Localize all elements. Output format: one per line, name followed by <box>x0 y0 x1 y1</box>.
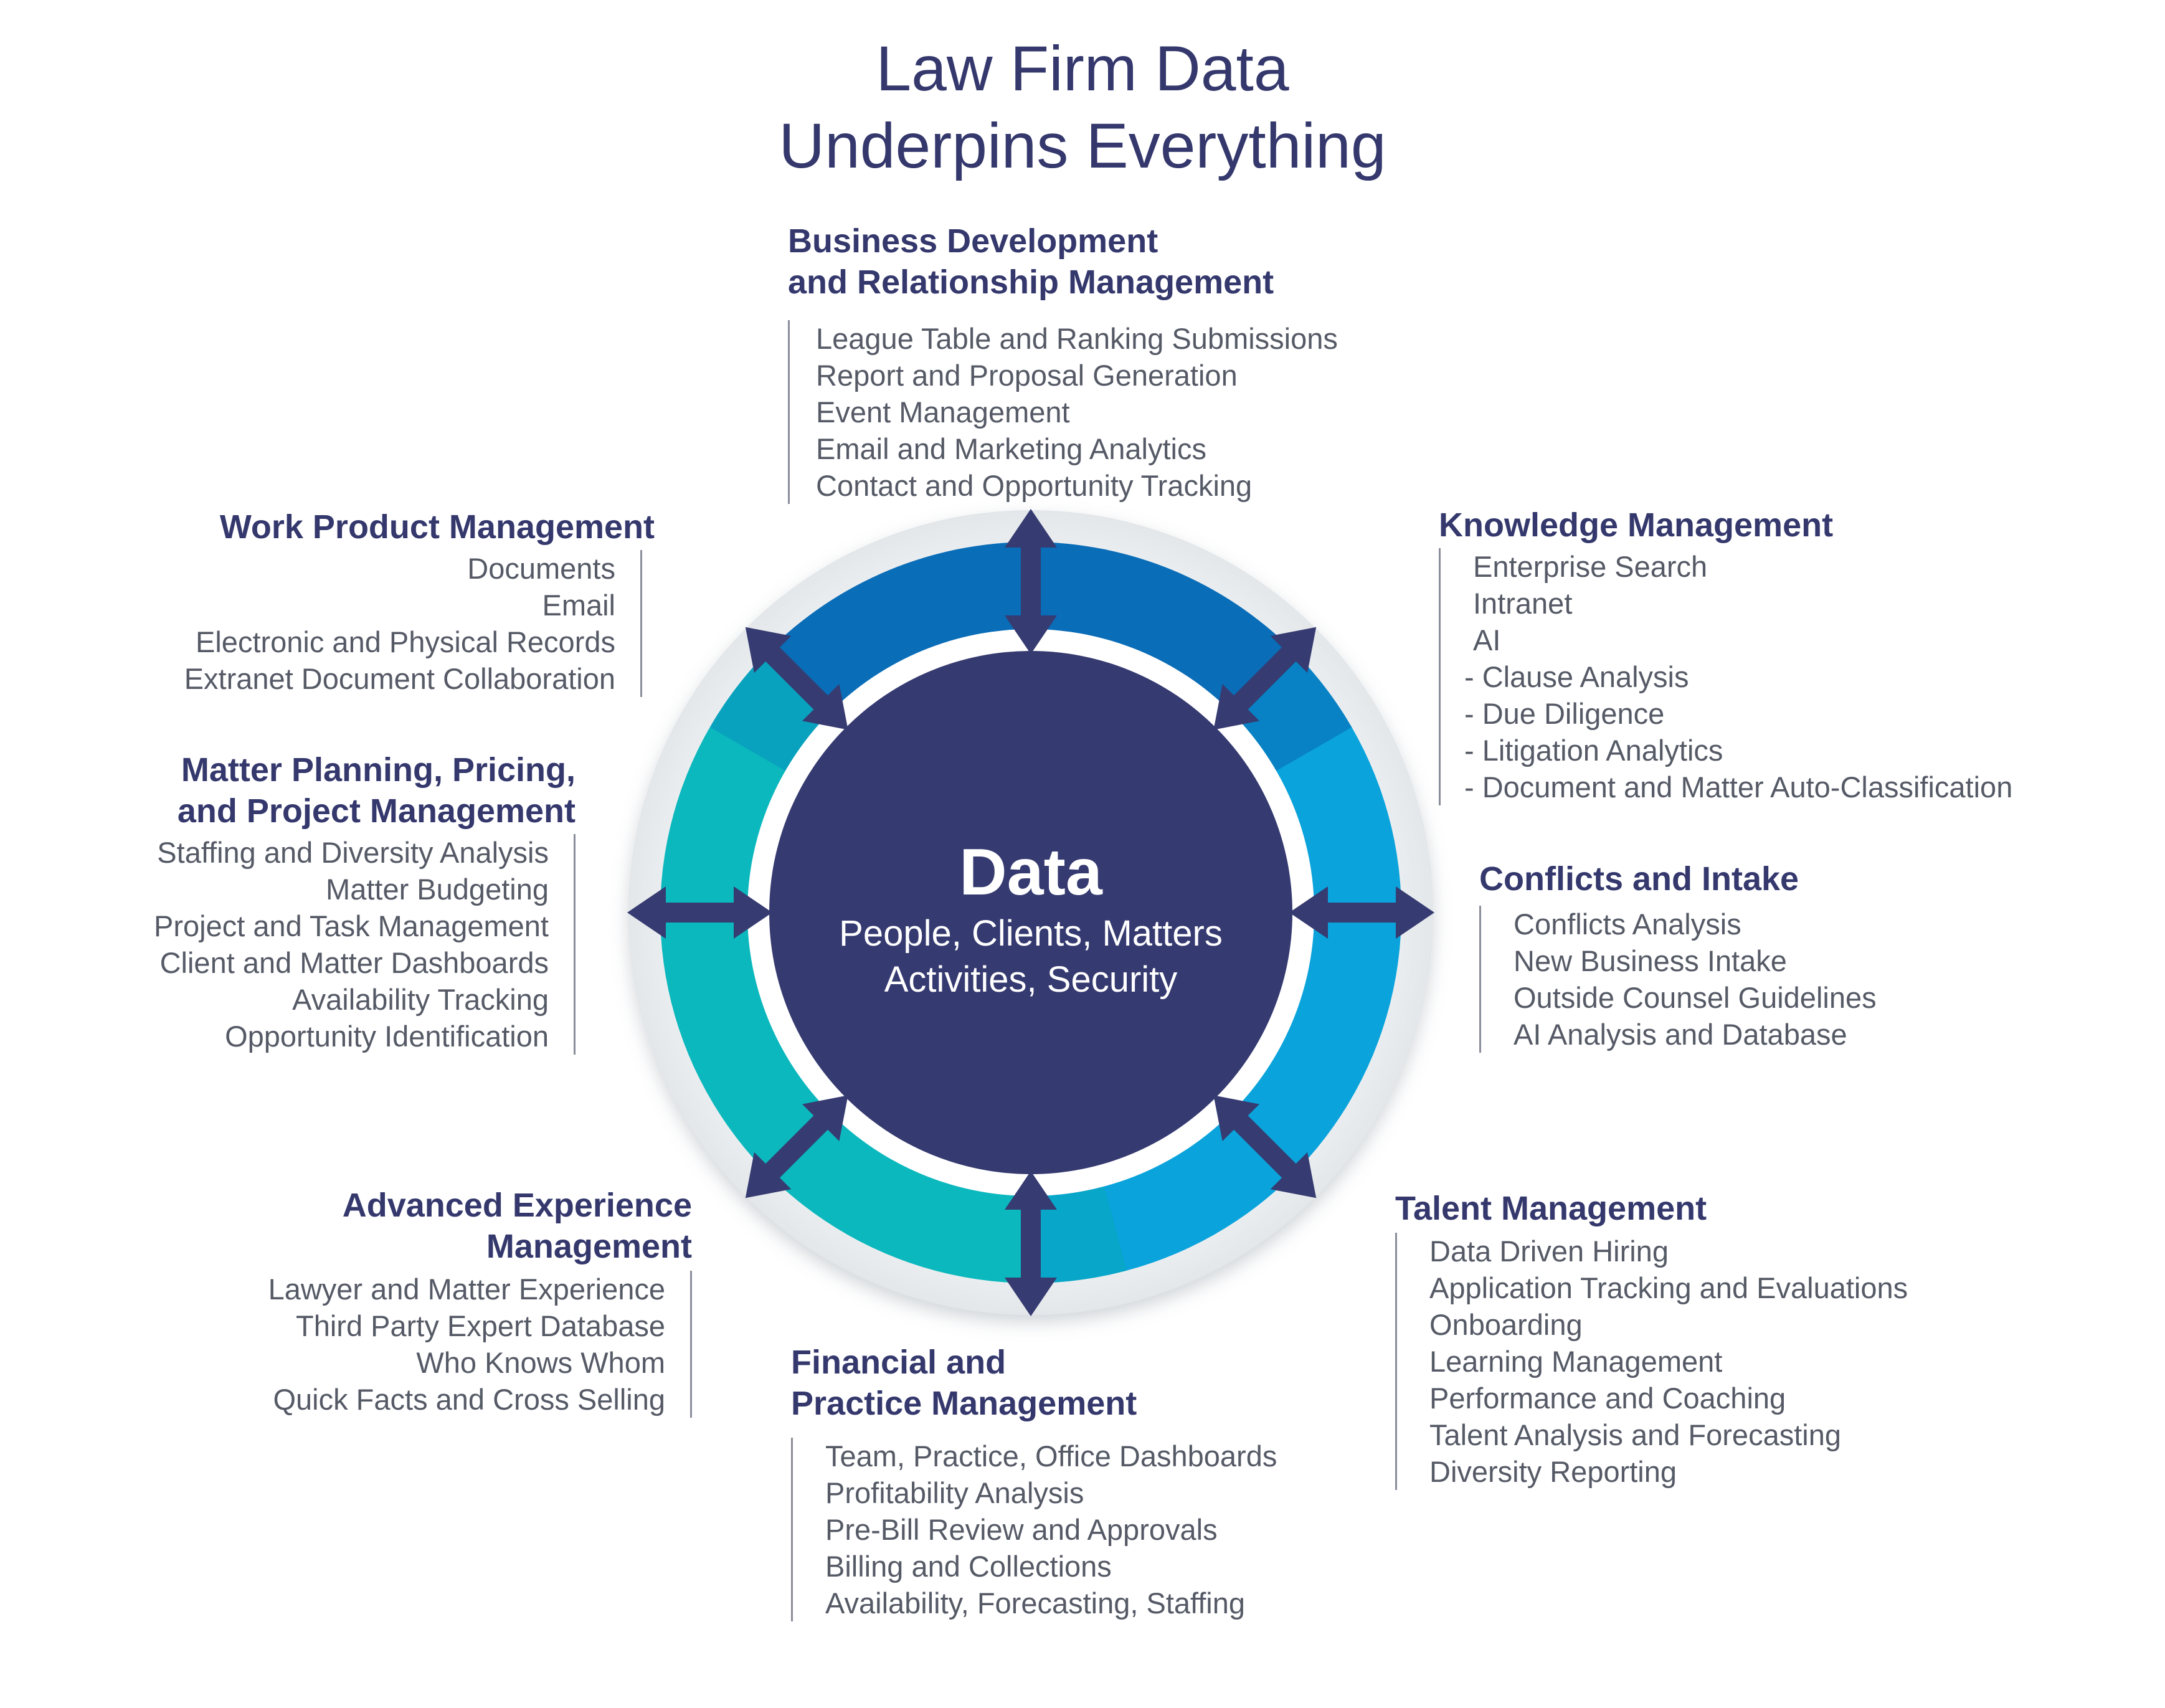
list-item: Report and Proposal Generation <box>816 359 1238 392</box>
list-item: Electronic and Physical Records <box>196 625 615 658</box>
double-arrow-icon-bottom-left <box>745 1095 848 1198</box>
list-item: Application Tracking and Evaluations <box>1429 1271 1908 1304</box>
list-item: Availability, Forecasting, Staffing <box>825 1587 1246 1620</box>
section-title: Financial and <box>791 1344 1007 1381</box>
list-item: Extranet Document Collaboration <box>184 662 615 695</box>
section-knowledge-management: Knowledge Management Enterprise Search I… <box>1439 505 2012 805</box>
list-item: Contact and Opportunity Tracking <box>816 469 1253 502</box>
double-arrow-icon-top <box>1005 509 1057 654</box>
section-matter-planning: Matter Planning, Pricing, and Project Ma… <box>154 749 576 1055</box>
section-title: Conflicts and Intake <box>1479 860 1799 898</box>
item-list: Staffing and Diversity Analysis Matter B… <box>154 834 576 1055</box>
ring-overlap-bottom <box>1031 1186 1127 1283</box>
section-talent-management: Talent Management Data Driven Hiring App… <box>1395 1188 1908 1490</box>
page-title: Law Firm Data Underpins Everything <box>0 30 2165 184</box>
section-title: Talent Management <box>1395 1190 1707 1227</box>
list-item: Outside Counsel Guidelines <box>1514 981 1877 1014</box>
list-item: AI Analysis and Database <box>1514 1018 1847 1051</box>
section-title-line-2: Management <box>486 1228 692 1265</box>
list-item: Availability Tracking <box>292 983 549 1016</box>
list-item: Intranet <box>1473 587 1573 620</box>
list-item: Client and Matter Dashboards <box>159 946 549 979</box>
list-item: Who Knows Whom <box>416 1346 665 1379</box>
list-item: Conflicts Analysis <box>1514 908 1741 941</box>
list-item: AI <box>1473 624 1501 657</box>
list-item: - Document and Matter Auto-Classificatio… <box>1464 771 2013 804</box>
center-line-2: Activities, Security <box>884 959 1178 1000</box>
item-list: Team, Practice, Office Dashboards Profit… <box>791 1438 1277 1621</box>
section-title: Business Development <box>788 222 1158 260</box>
ring-overlap-top-left <box>709 650 831 771</box>
list-item: Onboarding <box>1429 1308 1583 1341</box>
ring-segment-left <box>660 650 1031 1283</box>
section-financial-practice: Financial and Practice Management Team, … <box>791 1342 1277 1621</box>
double-arrow-icon-left <box>627 886 772 939</box>
section-title: Knowledge Management <box>1439 506 1834 544</box>
list-item: - Due Diligence <box>1464 697 1665 730</box>
item-list: Data Driven Hiring Application Tracking … <box>1395 1233 1908 1490</box>
list-item: Matter Budgeting <box>326 873 549 906</box>
list-item: Quick Facts and Cross Selling <box>273 1383 665 1416</box>
list-item: Email and Marketing Analytics <box>816 432 1206 465</box>
list-item: Pre-Bill Review and Approvals <box>825 1513 1218 1546</box>
data-core-circle <box>769 651 1292 1174</box>
list-item: Lawyer and Matter Experience <box>268 1273 665 1306</box>
double-arrow-icon-bottom-right <box>1213 1095 1317 1198</box>
item-list: Enterprise Search Intranet AI - Clause A… <box>1439 548 2012 805</box>
section-advanced-experience: Advanced Experience Management Lawyer an… <box>268 1185 692 1418</box>
list-item: Staffing and Diversity Analysis <box>157 836 549 869</box>
double-arrow-icon-right <box>1289 886 1434 939</box>
section-business-development: Business Development and Relationship Ma… <box>788 221 1338 504</box>
list-item: Enterprise Search <box>1473 550 1708 583</box>
list-item: Event Management <box>816 396 1070 429</box>
center-line-1: People, Clients, Matters <box>839 913 1223 954</box>
list-item: Project and Task Management <box>154 909 549 942</box>
section-title: Matter Planning, Pricing, <box>181 751 576 789</box>
list-item: Billing and Collections <box>825 1550 1112 1583</box>
section-title: Work Product Management <box>219 508 655 546</box>
list-item: New Business Intake <box>1514 944 1787 977</box>
list-item: Data Driven Hiring <box>1429 1235 1669 1268</box>
list-item: Documents <box>467 552 615 585</box>
section-title-line-2: Practice Management <box>791 1385 1137 1422</box>
cycle-ring <box>660 542 1401 1283</box>
list-item: Email <box>542 589 615 622</box>
section-title-line-2: and Relationship Management <box>788 263 1274 301</box>
item-list: Conflicts Analysis New Business Intake O… <box>1479 906 1877 1053</box>
cycle-arrows <box>627 509 1434 1316</box>
page-title-line-2: Underpins Everything <box>779 110 1386 181</box>
list-item: Team, Practice, Office Dashboards <box>825 1440 1277 1473</box>
list-item: - Litigation Analytics <box>1464 734 1723 767</box>
double-arrow-icon-top-left <box>745 627 848 730</box>
item-list: League Table and Ranking Submissions Rep… <box>788 320 1338 504</box>
double-arrow-icon-bottom <box>1005 1171 1057 1316</box>
ring-segment-right <box>1031 650 1401 1283</box>
list-item: Opportunity Identification <box>225 1020 549 1053</box>
list-item: League Table and Ranking Submissions <box>816 322 1338 355</box>
list-item: Diversity Reporting <box>1429 1455 1677 1488</box>
section-title-line-2: and Project Management <box>177 792 576 830</box>
section-work-product: Work Product Management Documents Email … <box>184 506 655 697</box>
double-arrow-icon-top-right <box>1213 627 1317 730</box>
item-list: Lawyer and Matter Experience Third Party… <box>268 1271 692 1418</box>
section-title: Advanced Experience <box>342 1187 692 1224</box>
ring-overlap-top-right <box>1231 650 1352 771</box>
list-item: Learning Management <box>1429 1345 1723 1378</box>
list-item: - Clause Analysis <box>1464 660 1689 693</box>
item-list: Documents Email Electronic and Physical … <box>184 550 642 697</box>
section-conflicts-intake: Conflicts and Intake Conflicts Analysis … <box>1479 858 1877 1053</box>
list-item: Talent Analysis and Forecasting <box>1429 1418 1841 1451</box>
center-title: Data <box>959 835 1102 909</box>
list-item: Third Party Expert Database <box>296 1309 665 1342</box>
list-item: Performance and Coaching <box>1429 1382 1786 1415</box>
page-title-line-1: Law Firm Data <box>876 33 1289 104</box>
list-item: Profitability Analysis <box>825 1476 1084 1509</box>
